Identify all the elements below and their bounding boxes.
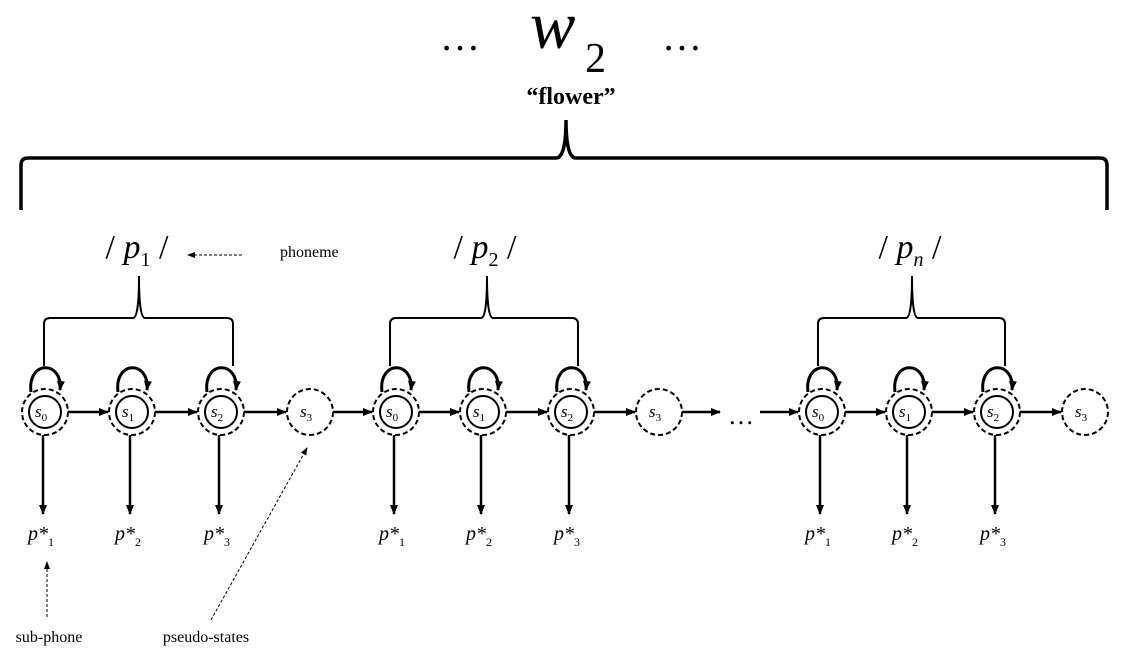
word-gloss: “flower”: [526, 84, 615, 110]
subphone-label: p*1: [26, 523, 54, 549]
self-loop-arrow: [380, 366, 416, 393]
pseudo-states-annotation: pseudo-states: [163, 629, 249, 646]
self-loop-arrow: [467, 366, 503, 393]
self-loop-arrow: [893, 366, 929, 393]
chain-ellipsis: …: [728, 401, 754, 430]
self-loop-arrow: [29, 366, 65, 393]
phoneme-annotation: phoneme: [280, 244, 339, 261]
subphone-label: p*3: [552, 523, 580, 549]
state-s0: s0 p*1: [798, 366, 886, 549]
state-label: s3: [300, 402, 313, 424]
phoneme-label: / pn /: [879, 229, 942, 271]
state-label: s2: [211, 402, 223, 424]
state-label: s1: [122, 402, 134, 424]
state-label: s0: [386, 402, 399, 424]
state-label: s1: [473, 402, 485, 424]
state-label: s3: [649, 402, 662, 424]
state-s0: s0 p*1: [21, 366, 109, 549]
self-loop-arrow: [555, 366, 591, 393]
word-subscript: 2: [585, 36, 606, 82]
self-loop-arrow: [806, 366, 842, 393]
self-loop-arrow: [116, 366, 152, 393]
phoneme-group-2: / p2 / s0 p*1 s1 p*2 s2 p*3 s3: [372, 229, 683, 549]
subphone-label: p*3: [978, 523, 1006, 549]
state-s1: s1 p*2: [885, 366, 974, 549]
state-s1: s1 p*2: [108, 366, 198, 549]
subphone-annotation: sub-phone: [16, 629, 83, 646]
pseudo-states-pointer: [210, 447, 308, 621]
state-s0: s0 p*1: [372, 366, 460, 549]
phoneme-group-1: / p1 / s0 p*1 s1 p*2 s2 p*3 s3: [21, 229, 334, 549]
state-s2: s2 p*3: [197, 366, 287, 549]
state-label: s3: [1075, 402, 1088, 424]
self-loop-arrow: [205, 366, 241, 393]
subphone-label: p*2: [464, 523, 492, 549]
subphone-label: p*2: [113, 523, 141, 549]
word-header: … w 2 … “flower”: [440, 0, 702, 110]
phoneme-label: / p2 /: [454, 229, 517, 271]
word-ellipsis-left: …: [440, 14, 480, 59]
word-letter: w: [530, 0, 575, 63]
state-s2: s2 p*3: [547, 366, 636, 549]
pseudo-state-s3: s3: [635, 388, 683, 436]
state-label: s1: [899, 402, 911, 424]
state-label: s0: [35, 402, 48, 424]
subphone-label: p*2: [890, 523, 918, 549]
state-s1: s1 p*2: [459, 366, 548, 549]
phoneme-label: / p1 /: [106, 229, 169, 271]
phoneme-brace: [817, 275, 1006, 366]
state-label: s2: [561, 402, 573, 424]
word-ellipsis-right: …: [662, 14, 702, 59]
subphone-label: p*3: [202, 523, 230, 549]
phoneme-brace: [389, 275, 579, 366]
state-label: s2: [987, 402, 999, 424]
state-s2: s2 p*3: [973, 366, 1062, 549]
state-label: s0: [812, 402, 825, 424]
pseudo-state-s3: s3: [1061, 388, 1109, 436]
subphone-label: p*1: [803, 523, 831, 549]
phoneme-brace: [43, 275, 234, 366]
word-brace: [19, 119, 1109, 210]
self-loop-arrow: [981, 366, 1017, 393]
phoneme-group-3: / pn / s0 p*1 s1 p*2 s2 p*3 s3: [798, 229, 1109, 549]
word-symbol: w: [530, 0, 575, 63]
annotations: phoneme sub-phone pseudo-states: [16, 244, 339, 646]
pseudo-state-s3: s3: [286, 388, 334, 436]
subphone-label: p*1: [377, 523, 405, 549]
